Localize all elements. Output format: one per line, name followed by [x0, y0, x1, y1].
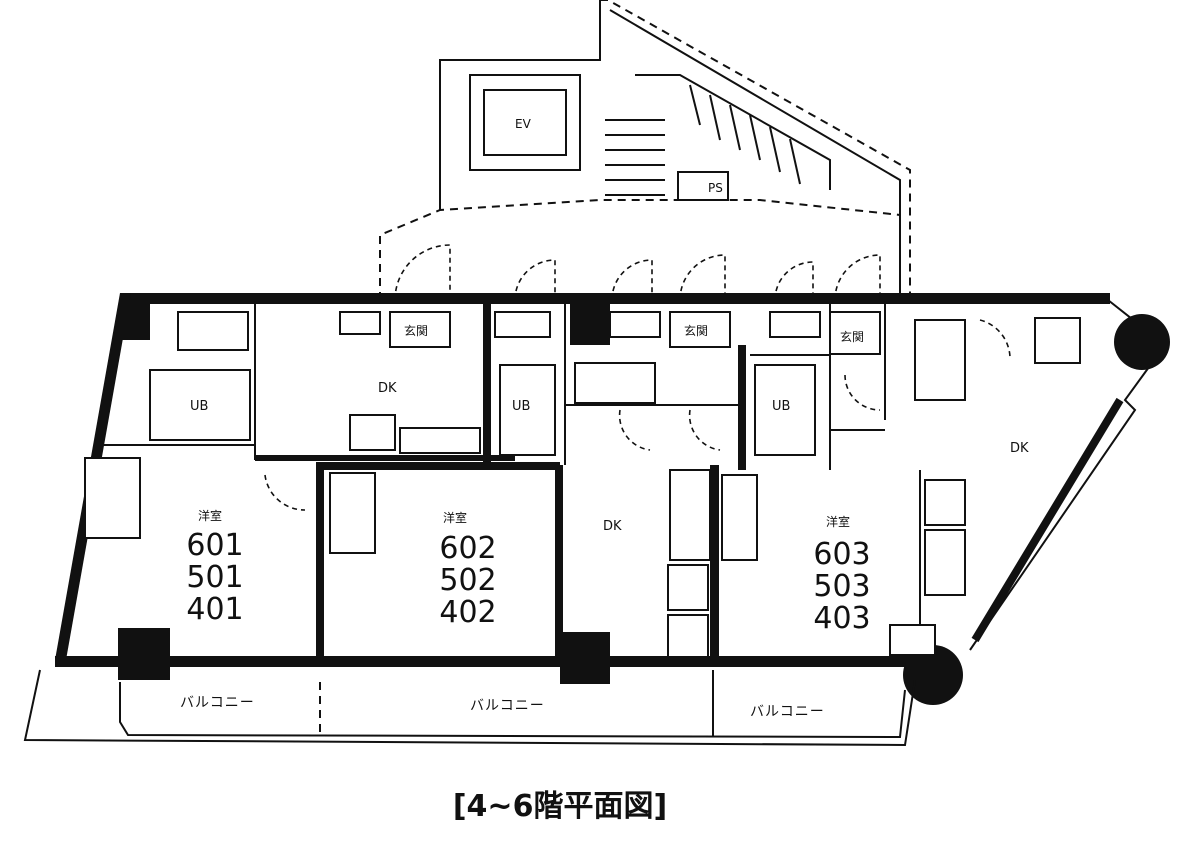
unit-number: 502 — [439, 563, 496, 598]
ps-label: PS — [708, 181, 723, 195]
genkan-label: 玄関 — [684, 323, 708, 338]
unit-603-label: 洋室 603 503 403 — [813, 514, 870, 636]
ev-label: EV — [515, 117, 532, 131]
genkan-label: 玄関 — [840, 329, 864, 344]
dk-label: DK — [1010, 441, 1029, 456]
dk-label: DK — [378, 381, 397, 396]
plan-caption: [4~6階平面図] — [453, 789, 667, 824]
unit-number: 402 — [439, 595, 496, 630]
unit-number: 603 — [813, 537, 870, 572]
unit-601-label: 洋室 601 501 401 — [186, 508, 243, 627]
unit-602-label: 洋室 602 502 402 — [439, 510, 496, 630]
room-label: 洋室 — [198, 508, 222, 523]
unit-number: 503 — [813, 569, 870, 604]
balcony-outline — [23, 669, 916, 747]
unit-number: 401 — [186, 592, 243, 627]
unit-number: 601 — [186, 528, 243, 563]
balcony-label: バルコニー — [470, 698, 545, 714]
outer-walls — [55, 293, 1170, 705]
fixtures — [84, 311, 1081, 658]
room-label: 洋室 — [826, 514, 850, 529]
dk-label: DK — [603, 519, 622, 534]
unit-number: 501 — [186, 560, 243, 595]
staircase — [605, 74, 831, 196]
ub-label: UB — [190, 399, 208, 414]
room-label: 洋室 — [443, 510, 467, 525]
unit-number: 602 — [439, 531, 496, 566]
common-area — [379, 0, 911, 301]
genkan-label: 玄関 — [404, 323, 428, 338]
balcony-label: バルコニー — [750, 704, 825, 720]
unit-number: 403 — [813, 601, 870, 636]
balcony-label: バルコニー — [180, 695, 255, 711]
ub-label: UB — [772, 399, 790, 414]
interior-walls — [100, 300, 921, 662]
ub-label: UB — [512, 399, 530, 414]
